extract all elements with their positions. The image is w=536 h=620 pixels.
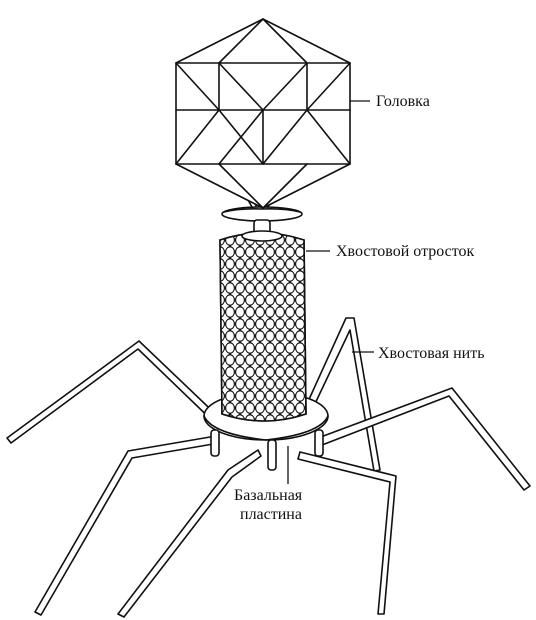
tail-fiber [7,341,226,443]
label-base-plate-line2: пластина [240,506,302,523]
label-tail-fiber: Хвостовая нить [378,345,485,362]
tail-fiber [318,388,530,490]
base-plate-pin [315,430,323,456]
tail-sheath [220,233,306,421]
label-head: Головка [376,93,430,110]
head [176,19,350,208]
base-plate-pin [268,440,276,470]
tail-fiber [118,450,261,617]
label-tail-sheath: Хвостовой отросток [336,243,475,260]
tail-fiber [298,452,396,614]
label-base-plate-line1: Базальная [234,487,303,504]
base-plate-pin [211,430,219,456]
